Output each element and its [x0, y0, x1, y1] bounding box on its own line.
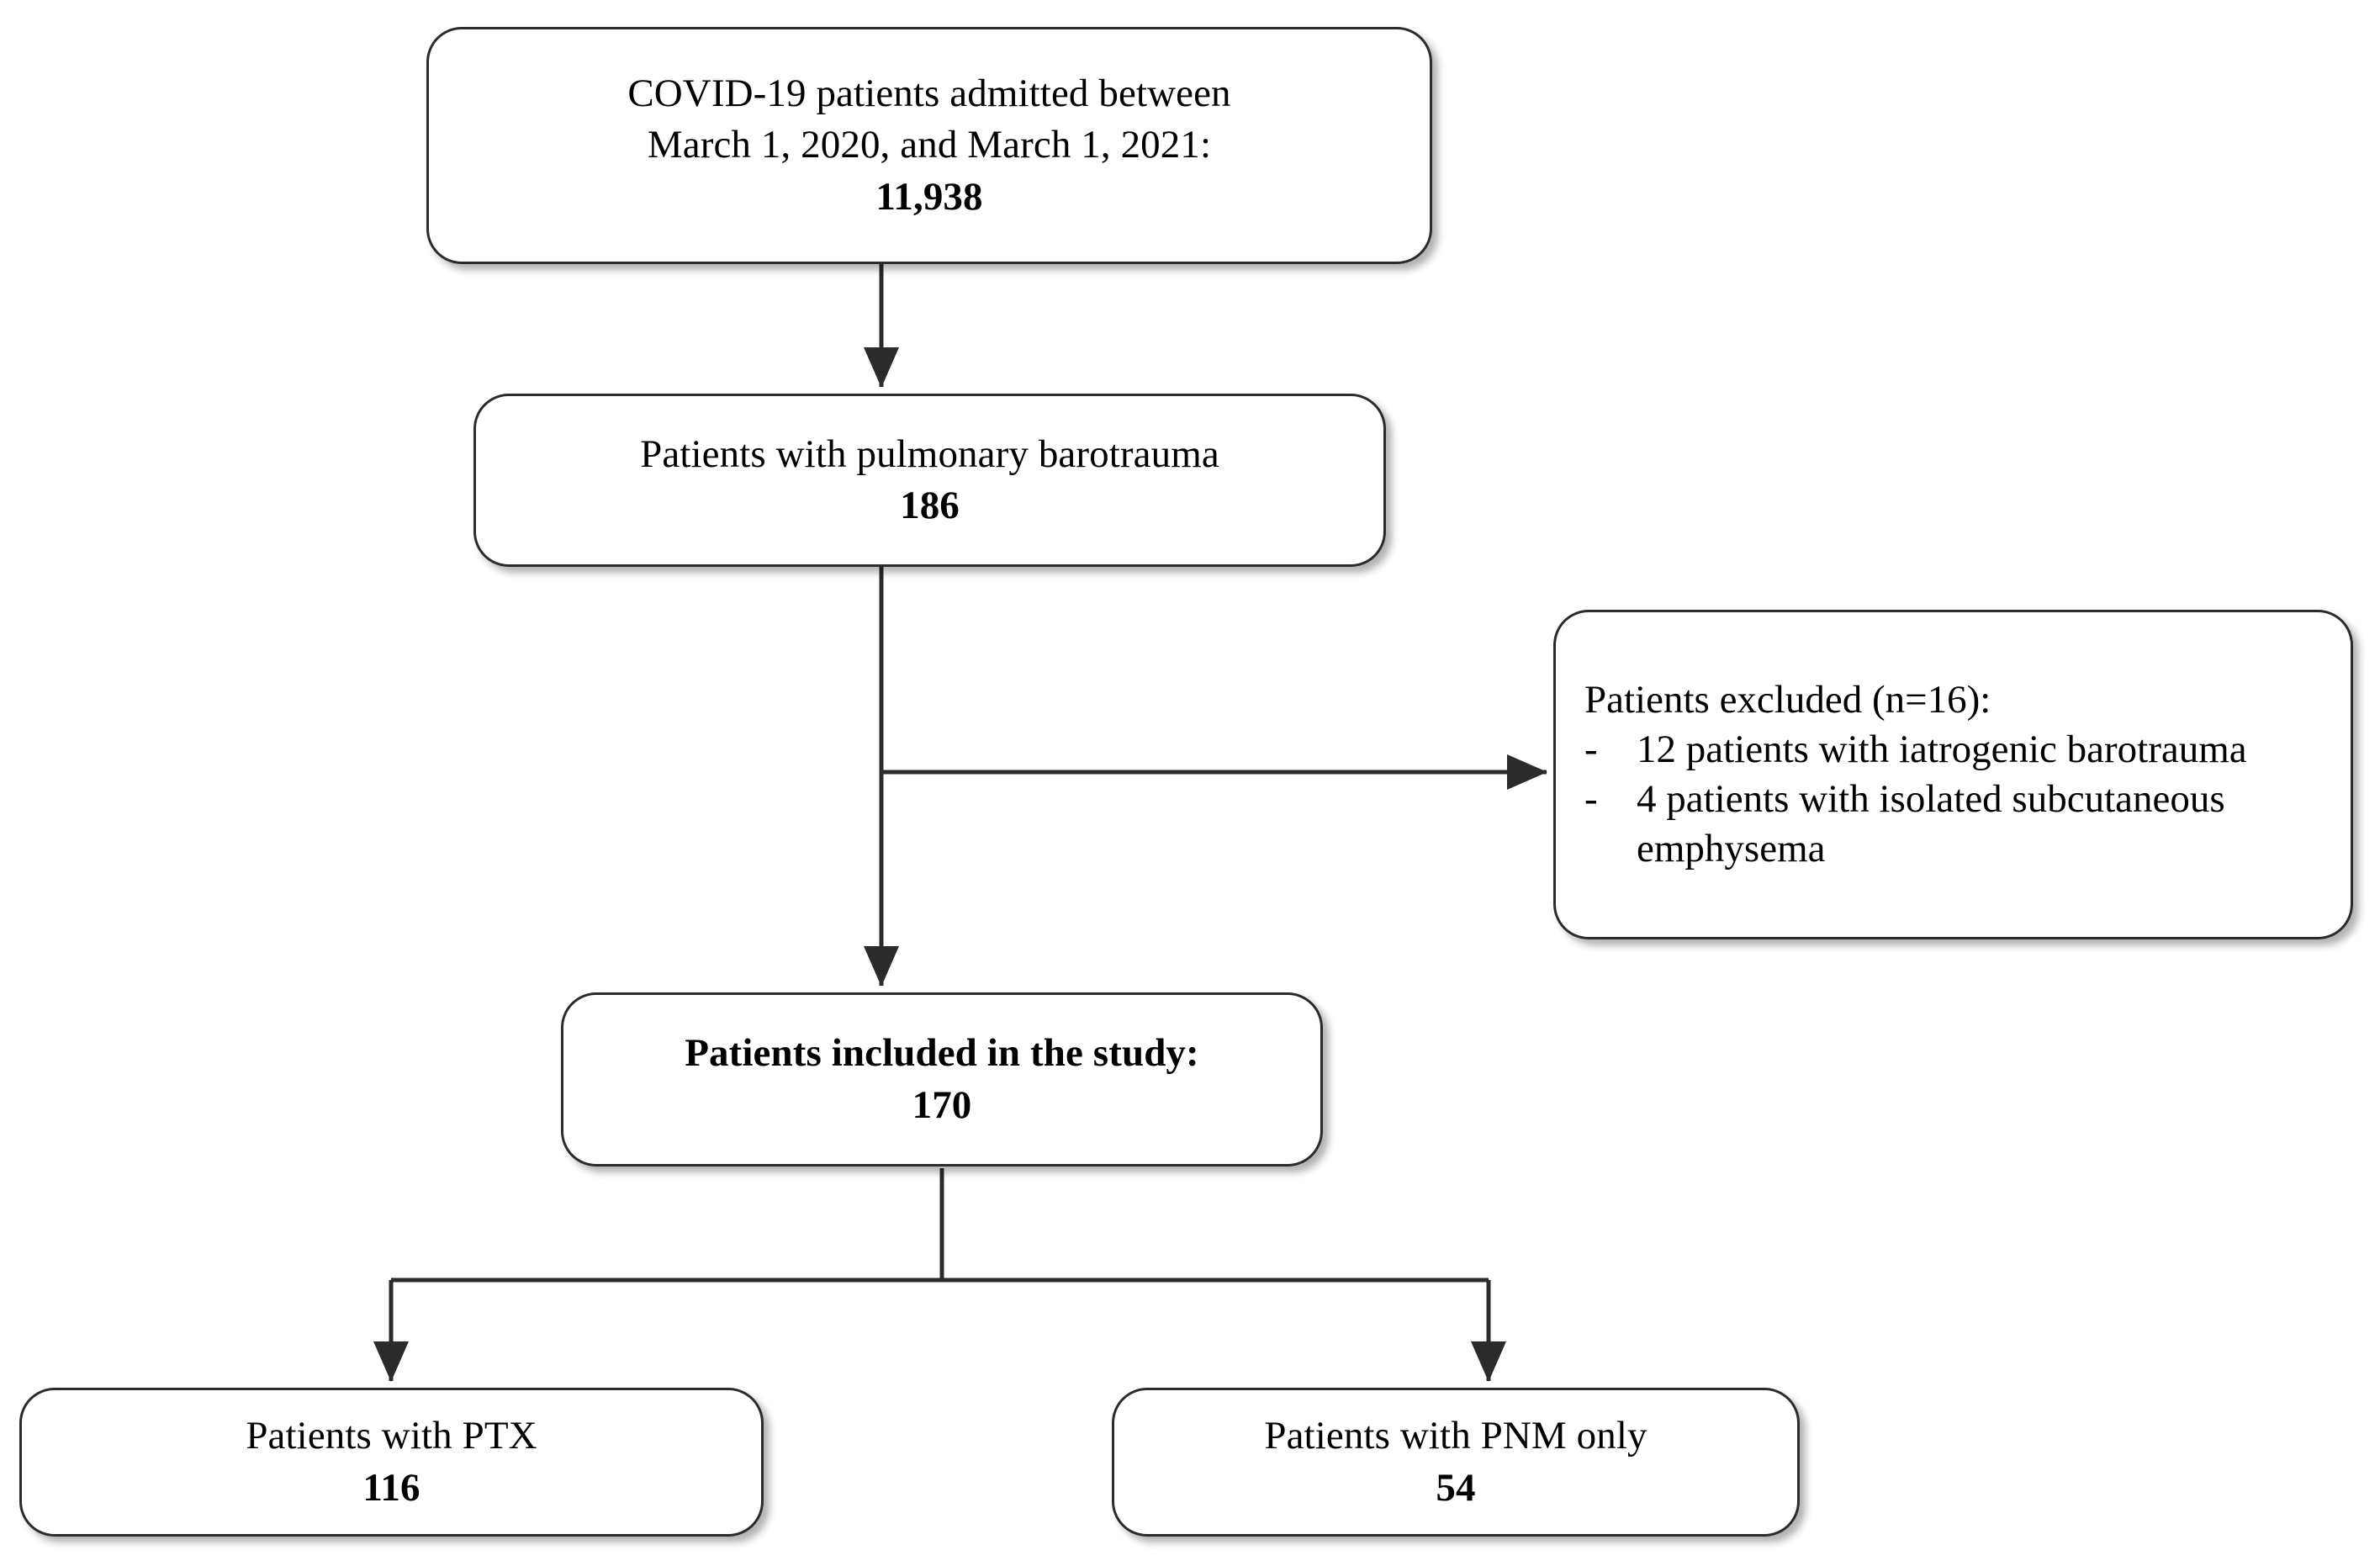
excluded-list-item: - 12 patients with iatrogenic barotrauma: [1584, 725, 2325, 775]
node-included-count: 170: [912, 1082, 972, 1127]
node-ptx-count: 116: [362, 1465, 420, 1510]
node-patients-pnm-only: Patients with PNM only 54: [1112, 1388, 1800, 1537]
node-admitted-line1: COVID-19 patients admitted between: [627, 71, 1231, 116]
node-patients-ptx: Patients with PTX 116: [19, 1388, 764, 1537]
node-patients-excluded: Patients excluded (n=16): - 12 patients …: [1553, 610, 2353, 939]
excluded-item-text: 4 patients with isolated subcutaneous em…: [1637, 777, 2225, 871]
excluded-item-text: 12 patients with iatrogenic barotrauma: [1637, 727, 2247, 771]
node-pnm-line1: Patients with PNM only: [1264, 1414, 1647, 1458]
bullet-dash-icon: -: [1584, 727, 1598, 771]
node-barotrauma-count: 186: [900, 484, 960, 527]
node-barotrauma-line1: Patients with pulmonary barotrauma: [640, 431, 1219, 476]
node-covid-admitted: COVID-19 patients admitted between March…: [426, 27, 1432, 264]
node-pulmonary-barotrauma: Patients with pulmonary barotrauma 186: [473, 394, 1386, 567]
node-patients-included: Patients included in the study: 170: [561, 992, 1323, 1167]
excluded-heading: Patients excluded (n=16):: [1584, 677, 1991, 722]
excluded-content: Patients excluded (n=16): - 12 patients …: [1556, 675, 2351, 875]
node-ptx-line1: Patients with PTX: [246, 1414, 537, 1458]
node-pnm-count: 54: [1436, 1465, 1476, 1510]
node-admitted-line2: March 1, 2020, and March 1, 2021:: [647, 123, 1212, 167]
bullet-dash-icon: -: [1584, 777, 1598, 821]
node-admitted-count: 11,938: [875, 174, 983, 219]
excluded-list-item: - 4 patients with isolated subcutaneous …: [1584, 775, 2325, 874]
node-included-line1: Patients included in the study:: [685, 1031, 1199, 1076]
